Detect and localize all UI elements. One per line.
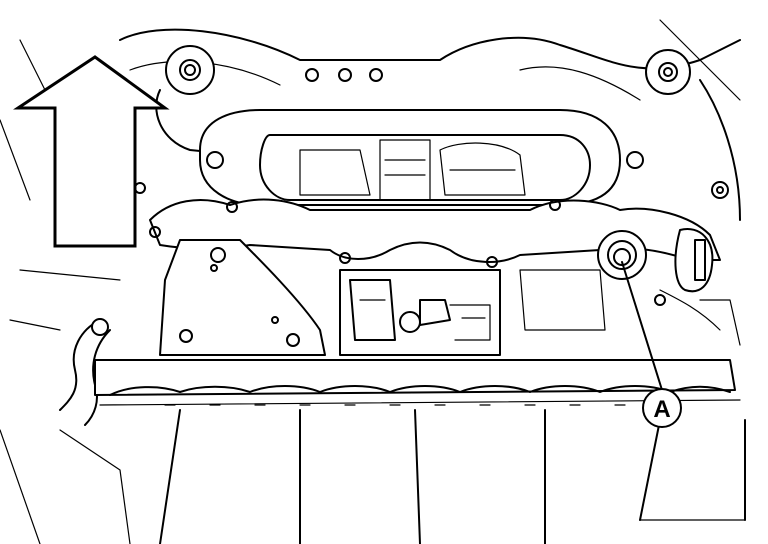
upper-frame	[0, 19, 741, 221]
center-actuator	[339, 269, 501, 356]
right-structures	[519, 181, 741, 346]
callout-a: A	[621, 261, 682, 428]
mount-bolt	[597, 230, 647, 280]
battery-panels	[0, 409, 746, 544]
left-bracket	[159, 239, 326, 356]
cross-bar	[149, 198, 721, 268]
battery-rail	[94, 359, 741, 406]
up-arrow-icon	[13, 55, 170, 248]
mount-bosses	[165, 45, 691, 95]
center-member	[199, 109, 644, 206]
callout-a-label: A	[653, 396, 670, 423]
